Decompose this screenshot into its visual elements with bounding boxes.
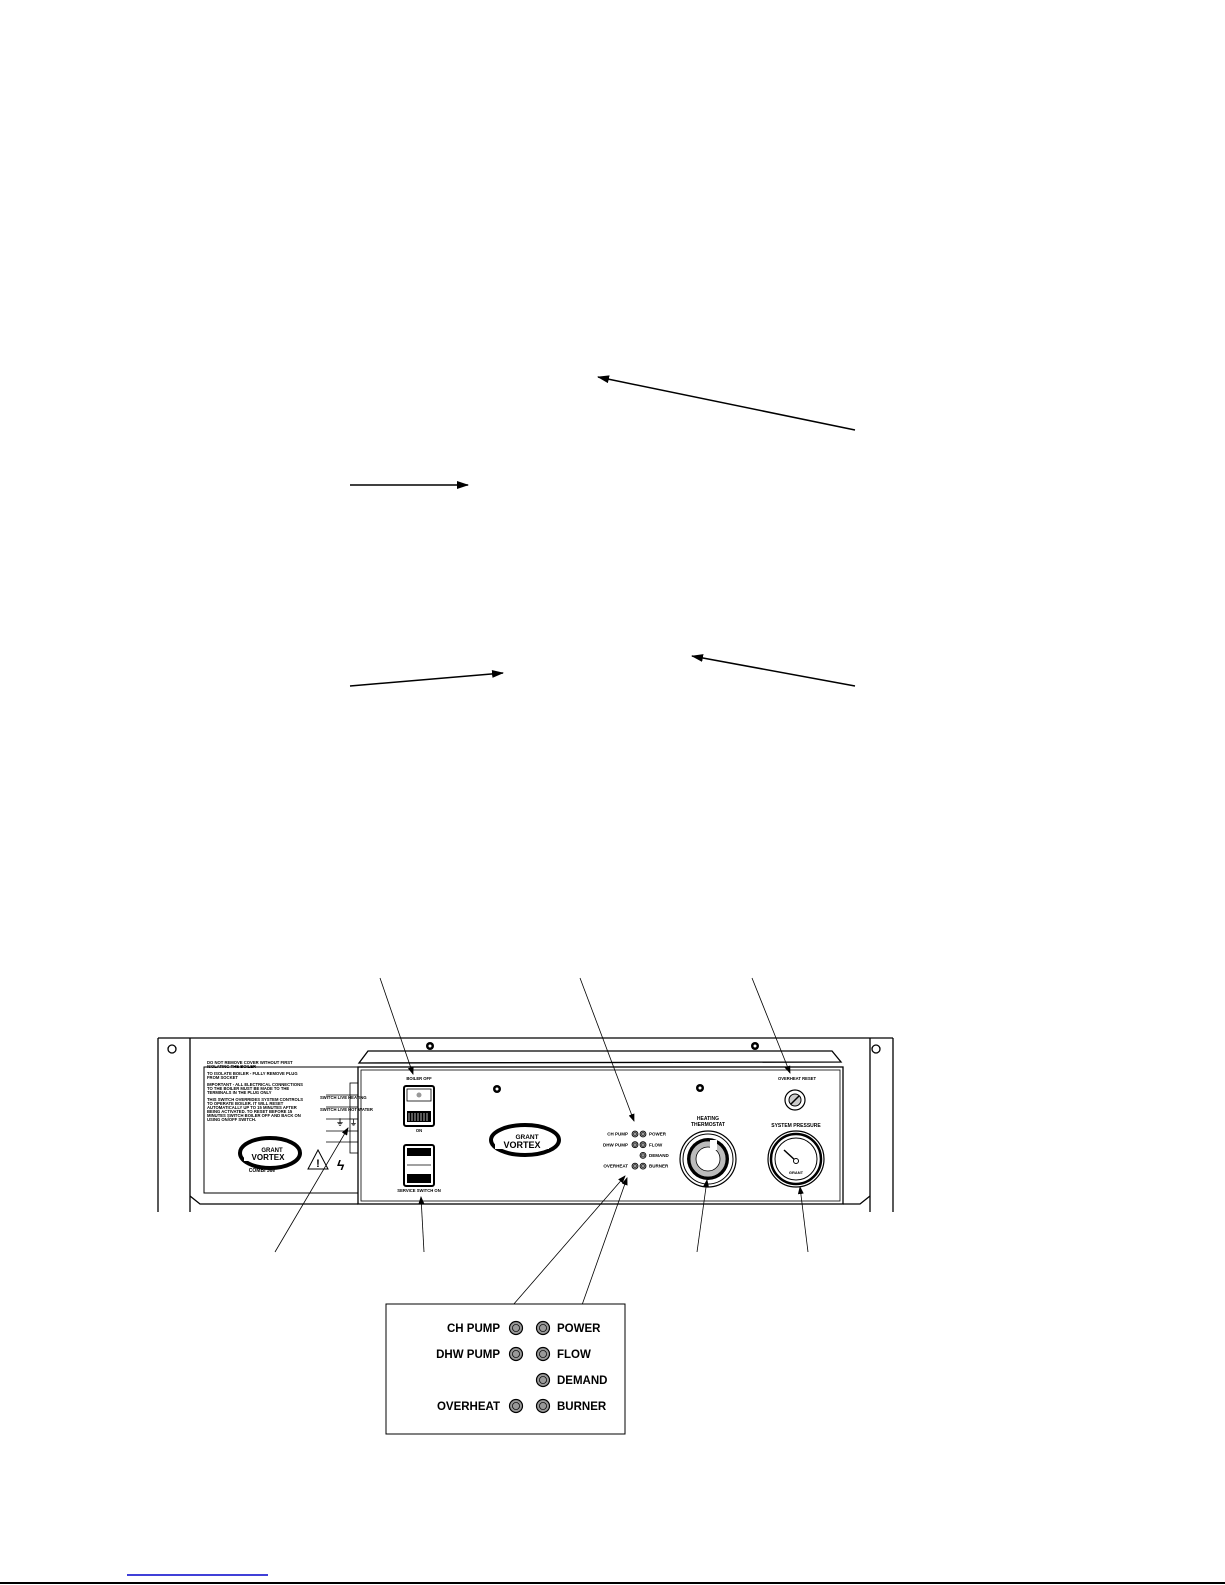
heating-thermostat-label-2: THERMOSTAT [691,1122,725,1128]
system-pressure-gauge: GRANT [767,1130,825,1188]
indicator-led-icon [508,1398,524,1414]
indicator-label: FLOW [557,1349,591,1361]
indicator-led-icon [639,1152,647,1159]
boiler-frame [157,1037,894,1212]
indicator-led-icon [631,1162,639,1170]
fixing-hole-icon [167,1044,177,1054]
warning-text-line: TO OPERATE BOILER. IT WILL RESET [207,1101,284,1106]
warning-text-line: MINUTES SWITCH BOILER OFF AND BACK ON [207,1113,301,1118]
indicator-led-icon [535,1372,551,1388]
warning-text-line: USING ON/OFF SWITCH. [207,1117,256,1122]
warning-text-line: FROM SOCKET [207,1075,238,1080]
indicator-label: DHW PUMP [436,1349,500,1361]
indicator-led-icon [508,1320,524,1336]
warning-triangle-icon: ! [307,1148,329,1170]
arrow-lower-right [691,654,856,687]
service-switch[interactable] [403,1144,435,1187]
service-switch-label: SERVICE SWITCH ON [397,1188,440,1193]
screw-icon [751,1042,759,1050]
indicator-label: CH PUMP [607,1132,628,1137]
indicator-label: DHW PUMP [603,1142,628,1147]
svg-text:GRANT: GRANT [515,1134,538,1141]
indicator-label: CH PUMP [447,1323,500,1335]
indicator-label: DEMAND [557,1375,607,1387]
indicator-lights-callout: CH PUMP POWER DHW PUMP FLOW DEMAND OVERHEAT BU… [385,1303,626,1435]
warning-text-line: THIS SWITCH OVERRIDES SYSTEM CONTROLS [207,1097,303,1102]
warning-text-line: TO THE BOILER MUST BE MADE TO THE [207,1086,289,1091]
overheat-reset-button[interactable] [784,1089,806,1111]
front-control-panel: BOILER OFF ON SERVICE SWITCH ON GRANT VO… [357,1042,844,1205]
indicator-label: OVERHEAT [603,1164,628,1169]
switch-live-heating-label: SWITCH LIVE HEATING [320,1095,367,1100]
boiler-off-label: BOILER OFF [406,1076,432,1081]
grant-vortex-logo: GRANT VORTEX [238,1136,302,1170]
indicator-led-icon [631,1141,639,1149]
fixing-hole-icon [871,1044,881,1054]
warning-text-line: IMPORTANT - ALL ELECTRICAL CONNECTIONS [207,1082,303,1087]
indicator-led-icon [639,1162,647,1170]
indicator-led-icon [535,1346,551,1362]
grant-vortex-logo: GRANT VORTEX [489,1123,561,1157]
warning-label-panel: DO NOT REMOVE COVER WITHOUT FIRSTISOLATI… [203,1060,373,1194]
svg-text:GRANT: GRANT [261,1148,283,1154]
warning-text-line: AUTOMATICALLY UP TO 15 MINUTES AFTER [207,1105,297,1110]
heating-thermostat-knob[interactable] [679,1130,737,1188]
svg-text:VORTEX: VORTEX [503,1140,540,1150]
indicator-led-icon [631,1130,639,1138]
indicator-label: FLOW [649,1142,663,1147]
warning-text-line: TERMINALS IN THE PLUG ONLY [207,1090,272,1095]
model-label: COMBI 36e [249,1168,276,1174]
indicator-label: BURNER [649,1164,669,1169]
screw-icon [696,1084,704,1092]
warning-text-line: BEING ACTIVATED. TO RESET BEFORE 15 [207,1109,293,1114]
overheat-reset-label-1: OVERHEAT RESET [778,1076,817,1081]
system-pressure-label: SYSTEM PRESSURE [771,1123,821,1129]
heating-thermostat-label-1: HEATING [697,1116,719,1122]
warning-text-line: ISOLATING THE BOILER [207,1064,256,1069]
arrow-lower-left [349,669,504,687]
electrical-hazard-icon: ϟ [337,1157,345,1173]
screw-icon [493,1085,501,1093]
warning-text-line: TO ISOLATE BOILER - FULLY REMOVE PLUG [207,1071,298,1076]
indicator-led-icon [508,1346,524,1362]
earth-symbol-icon: ⏚ [336,1118,344,1127]
boiler-on-off-switch[interactable] [403,1085,435,1127]
indicator-label: POWER [557,1323,601,1335]
indicator-label: BURNER [557,1401,607,1413]
indicator-led-icon [639,1130,647,1138]
indicator-label: OVERHEAT [437,1401,500,1413]
leader-lines [274,977,809,1306]
switch-live-hot-water-label: SWITCH LIVE HOT WATER [320,1107,373,1112]
indicator-label: POWER [649,1132,667,1137]
screw-icon [426,1042,434,1050]
warning-text-line: DO NOT REMOVE COVER WITHOUT FIRST [207,1060,293,1065]
indicator-led-icon [639,1141,647,1149]
arrow-upper-right [597,375,856,431]
svg-text:GRANT: GRANT [789,1170,804,1175]
upper-figure-arrows [349,375,856,687]
indicator-label: DEMAND [649,1153,669,1158]
svg-text:!: ! [316,1158,320,1170]
indicator-led-icon [535,1398,551,1414]
earth-symbol-icon: ⏚ [350,1119,357,1127]
indicator-lights-panel: CH PUMP POWER DHW PUMP FLOW DEMAND OVERHEAT BU… [603,1130,669,1170]
indicator-led-icon [535,1320,551,1336]
on-label: ON [416,1128,422,1133]
svg-text:VORTEX: VORTEX [252,1153,286,1162]
